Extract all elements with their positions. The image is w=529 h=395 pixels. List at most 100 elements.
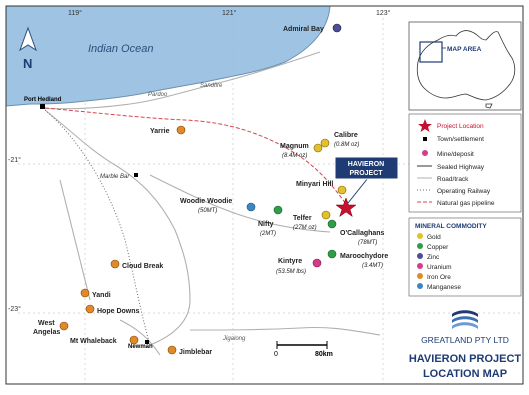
commodity-manganese: Manganese: [427, 284, 461, 291]
north-label: N: [23, 56, 32, 71]
legend-mine-icon: [422, 150, 428, 156]
ocean-area: [6, 6, 330, 106]
north-arrow-icon: [19, 26, 37, 52]
iron-ore-icon: [129, 335, 139, 345]
towns: Port Hedland Pardoo Sandfire Marble Bar …: [24, 83, 246, 350]
town-icon: [145, 340, 149, 344]
iron-ore-icon: [85, 304, 95, 314]
mine-ocallaghans: O'Callaghans (78MT): [327, 219, 385, 246]
mine-label: Admiral Bay: [283, 26, 324, 33]
project-callout-box: [334, 156, 399, 180]
town-label: Port Hedland: [24, 97, 62, 103]
legend-item-pipeline: Natural gas pipeline: [437, 200, 495, 207]
mines: Admiral Bay Calibre (0.8M oz) Magnum (8.…: [33, 23, 388, 356]
mine-sub: (50MT): [198, 208, 217, 214]
copper-icon: [327, 219, 337, 229]
inset-map-area-label: MAP AREA: [447, 46, 482, 53]
iron-ore-icon: [110, 259, 120, 269]
project-callout-line2: PROJECT: [349, 170, 383, 177]
ocean-label: Indian Ocean: [88, 43, 153, 55]
havieron-project: HAVIERON PROJECT: [334, 156, 399, 218]
iron-ore-icon: [167, 345, 177, 355]
town-marble-bar: Marble Bar: [100, 173, 138, 180]
manganese-icon: [417, 283, 423, 289]
company-logo-icon: [452, 310, 478, 329]
commodity-zinc: Zinc: [427, 254, 440, 261]
mine-label: O'Callaghans: [340, 230, 385, 237]
mine-label: Cloud Break: [122, 263, 163, 270]
lat-label-21: -21°: [8, 156, 21, 164]
town-icon: [134, 173, 138, 177]
iron-ore-icon: [417, 273, 423, 279]
north-arrow: N: [19, 26, 37, 71]
mine-label: Angelas: [33, 329, 60, 336]
mine-minyari-hill: Minyari Hill: [296, 181, 347, 195]
legend-item-highway: Sealed Highway: [437, 164, 485, 171]
mine-yarrie: Yarrie: [150, 125, 186, 135]
mine-label: Minyari Hill: [296, 181, 333, 188]
mine-label: Hope Downs: [97, 308, 139, 315]
town-jigalong: Jigalong: [222, 336, 246, 342]
mine-sub: (53.5M lbs): [276, 269, 306, 275]
project-callout-line1: HAVIERON: [348, 161, 384, 168]
mine-jimblebar: Jimblebar: [167, 345, 212, 356]
mine-label: Kintyre: [278, 258, 302, 265]
mine-label: Woodie Woodie: [180, 198, 232, 205]
mine-label: West: [38, 320, 55, 327]
mine-label: Calibre: [334, 132, 358, 139]
copper-icon: [273, 205, 283, 215]
gas-pipeline: [44, 107, 351, 211]
legend: Project Location Town/settlement Mine/de…: [408, 113, 522, 213]
commodity-legend: MINERAL COMMODITY Gold Copper Zinc Urani…: [408, 217, 522, 297]
title-line1: HAVIERON PROJECT: [409, 353, 522, 365]
town-newman: Newman: [128, 340, 153, 350]
legend-item-road: Road/track: [437, 176, 469, 183]
uranium-icon: [312, 258, 322, 268]
mine-west-angelas: West Angelas: [33, 320, 69, 336]
gold-icon: [313, 143, 323, 153]
town-sandfire: Sandfire: [200, 83, 223, 89]
coastline: [5, 5, 331, 107]
mine-cloud-break: Cloud Break: [110, 259, 163, 270]
gold-icon: [337, 185, 347, 195]
lat-label-23: -23°: [8, 305, 21, 313]
scale-bar-end-label: 80km: [315, 351, 333, 358]
mine-label: Magnum: [280, 143, 309, 150]
mine-woodie-woodie: Woodie Woodie (50MT): [180, 198, 256, 214]
legend-item-town: Town/settlement: [437, 136, 484, 143]
town-label: Marble Bar: [100, 174, 130, 180]
town-label: Pardoo: [148, 92, 168, 98]
mine-label: Telfer: [293, 215, 312, 222]
legend-item-project: Project Location: [437, 123, 484, 130]
mine-sub: (3.4MT): [362, 263, 383, 269]
commodity-copper: Copper: [427, 244, 449, 251]
commodity-legend-frame: [408, 217, 522, 297]
mine-label: Jimblebar: [179, 349, 212, 356]
legend-town-icon: [423, 137, 427, 141]
graticule-labels: 119° 121° 123° -21° -23°: [8, 9, 391, 313]
commodity-legend-title: MINERAL COMMODITY: [415, 223, 487, 230]
mine-sub: (8.4M oz): [282, 153, 307, 159]
town-label: Sandfire: [200, 83, 223, 89]
legend-item-mine: Mine/deposit: [437, 151, 474, 158]
company-name: GREATLAND PTY LTD: [421, 335, 509, 345]
mine-sub: (2MT): [260, 231, 276, 237]
map-frame: [5, 5, 524, 385]
mine-magnum: Magnum (8.4M oz): [280, 143, 323, 159]
town-port-hedland: Port Hedland: [24, 97, 62, 109]
mine-sub: (0.8M oz): [334, 142, 359, 148]
copper-icon: [417, 243, 423, 249]
scale-bar: 0 80km: [274, 341, 333, 358]
mine-admiral-bay: Admiral Bay: [283, 23, 342, 33]
iron-ore-icon: [59, 321, 69, 331]
mine-calibre: Calibre (0.8M oz): [320, 132, 359, 148]
title-block: GREATLAND PTY LTD HAVIERON PROJECT LOCAT…: [409, 310, 522, 380]
mine-nifty: Nifty (2MT): [258, 205, 283, 237]
lon-label-119: 119°: [68, 9, 82, 17]
mine-telfer: Telfer (27M oz): [293, 210, 331, 231]
copper-icon: [327, 249, 337, 259]
mine-label: Mt Whaleback: [70, 338, 117, 345]
manganese-icon: [246, 202, 256, 212]
uranium-icon: [417, 263, 423, 269]
